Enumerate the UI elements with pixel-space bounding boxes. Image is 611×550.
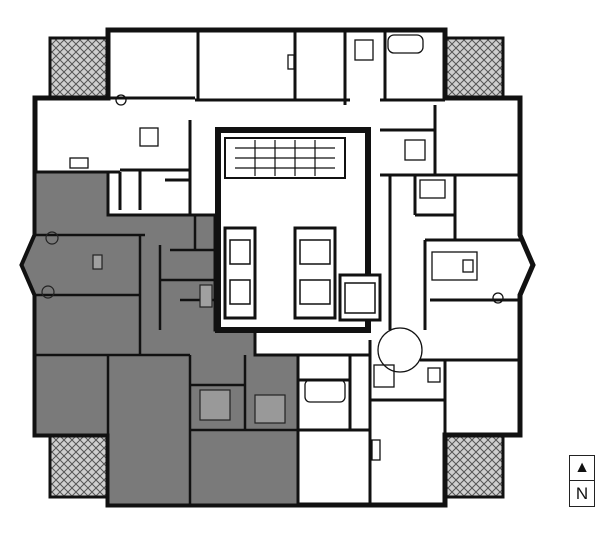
- other-unit-fixtures: [69, 34, 504, 461]
- balcony-southwest: [48, 433, 110, 499]
- north-arrow-icon: ▲: [570, 456, 594, 481]
- building-core: [215, 127, 382, 333]
- north-label: N: [575, 483, 589, 503]
- dark-unit-walls: [35, 215, 298, 505]
- balcony-northeast: [443, 36, 505, 100]
- balcony-northwest: [48, 36, 110, 100]
- north-indicator: ▲ N: [569, 455, 595, 507]
- balcony-southeast: [443, 433, 505, 499]
- dark-unit-fixtures: [41, 231, 286, 424]
